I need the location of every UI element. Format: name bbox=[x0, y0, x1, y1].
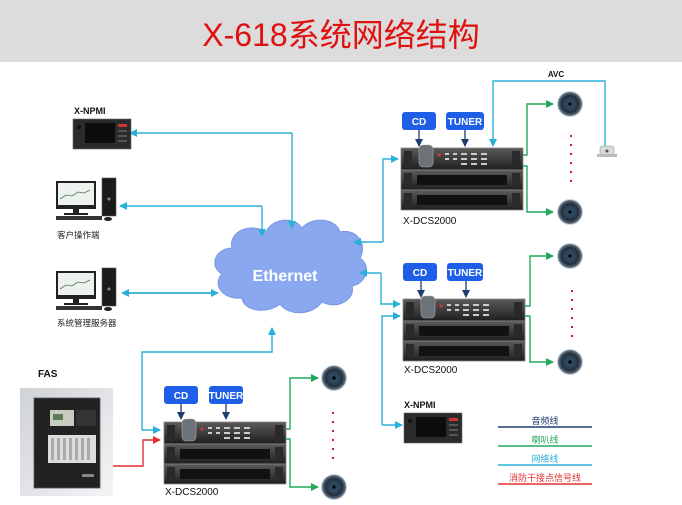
fas-panel: FAS bbox=[20, 369, 113, 496]
svg-text:CD: CD bbox=[413, 268, 427, 279]
speaker-icon bbox=[557, 349, 583, 375]
fire-signal-line bbox=[100, 436, 161, 467]
speaker-icon bbox=[321, 365, 347, 391]
tuner-button[interactable]: TUNER bbox=[209, 386, 244, 404]
page-title: X-618系统网络结构 bbox=[202, 17, 480, 53]
legend: 音频线 喇叭线 网络线 消防干接点信号线 bbox=[498, 415, 592, 485]
npmi-device-icon bbox=[403, 412, 463, 444]
npmi-bottom-label: X-NPMI bbox=[404, 400, 436, 410]
client-pc: 客户操作端 bbox=[55, 177, 117, 241]
cd-button[interactable]: CD bbox=[403, 263, 437, 281]
computer-icon bbox=[55, 267, 117, 312]
client-label: 客户操作端 bbox=[57, 230, 100, 241]
server-label: 系统管理服务器 bbox=[57, 318, 117, 329]
cd-button[interactable]: CD bbox=[164, 386, 198, 404]
speaker-icon bbox=[557, 199, 583, 225]
speaker-icon bbox=[557, 243, 583, 269]
network-lines bbox=[119, 80, 606, 434]
ethernet-cloud: Ethernet bbox=[214, 219, 367, 314]
legend-fire-label: 消防干接点信号线 bbox=[509, 472, 581, 484]
cd-button[interactable]: CD bbox=[402, 112, 436, 130]
speaker-icon bbox=[321, 474, 347, 500]
npmi-top-label: X-NPMI bbox=[74, 106, 106, 116]
dcs-bottom: CD TUNER X-DCS2000 bbox=[163, 386, 287, 498]
speaker-icon bbox=[557, 91, 583, 117]
ethernet-label: Ethernet bbox=[253, 268, 319, 285]
dcs-mid-label: X-DCS2000 bbox=[404, 365, 458, 376]
avc-device: AVC bbox=[548, 70, 617, 157]
svg-text:TUNER: TUNER bbox=[448, 268, 483, 279]
dcs-rack-icon bbox=[402, 295, 526, 362]
tuner-button[interactable]: TUNER bbox=[446, 112, 484, 130]
svg-text:CD: CD bbox=[412, 117, 426, 128]
computer-icon bbox=[55, 177, 117, 222]
svg-text:CD: CD bbox=[174, 391, 188, 402]
npmi-bottom: X-NPMI bbox=[403, 400, 463, 444]
title-bar bbox=[0, 0, 682, 62]
tuner-button[interactable]: TUNER bbox=[447, 263, 483, 281]
server-pc: 系统管理服务器 bbox=[55, 267, 117, 329]
dcs-top: CD TUNER X-DCS2000 bbox=[400, 112, 524, 227]
legend-audio-label: 音频线 bbox=[531, 415, 558, 427]
dcs-top-label: X-DCS2000 bbox=[403, 216, 457, 227]
speaker-ellipsis bbox=[332, 135, 573, 459]
fas-label: FAS bbox=[38, 369, 58, 380]
avc-label: AVC bbox=[548, 70, 565, 79]
dcs-rack-icon bbox=[163, 418, 287, 485]
legend-network-label: 网络线 bbox=[531, 453, 558, 465]
svg-text:TUNER: TUNER bbox=[448, 117, 483, 128]
svg-text:TUNER: TUNER bbox=[209, 391, 244, 402]
dcs-mid: CD TUNER X-DCS2000 bbox=[402, 263, 526, 376]
dcs-rack-icon bbox=[400, 144, 524, 211]
dcs-bottom-label: X-DCS2000 bbox=[165, 487, 219, 498]
npmi-device-icon bbox=[72, 118, 132, 150]
legend-speaker-label: 喇叭线 bbox=[531, 434, 558, 446]
npmi-top: X-NPMI bbox=[72, 106, 132, 150]
